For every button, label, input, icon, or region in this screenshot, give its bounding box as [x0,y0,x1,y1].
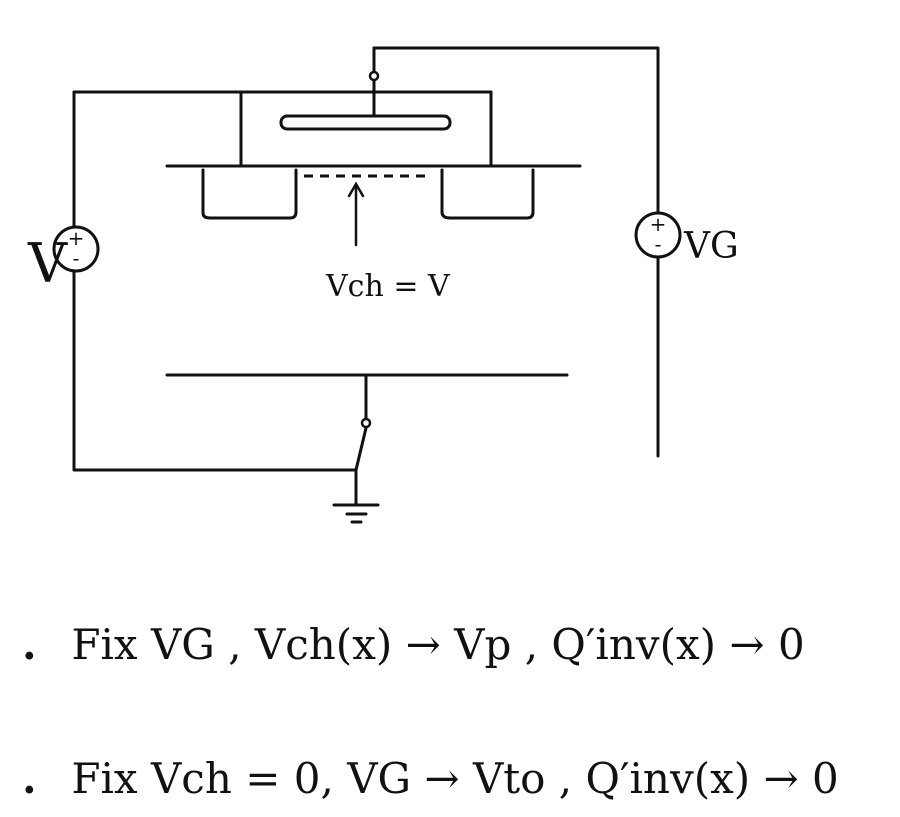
right-source-plus: + [650,212,667,236]
note-bullet-1: . [22,620,37,669]
left-source-wire-lower [72,270,358,472]
left-source-plus: + [68,226,85,250]
ground-icon [332,503,380,524]
note-text-1: Fix VG , Vch(x) → Vp , Q′inv(x) → 0 [71,620,805,669]
drain-region [440,168,535,220]
right-voltage-source [634,211,682,259]
note-line-1: . Fix VG , Vch(x) → Vp , Q′inv(x) → 0 [22,610,892,680]
left-voltage-source [52,225,100,273]
left-source-wire-top [72,90,380,102]
gate-node [368,70,380,82]
left-source-label: V [27,232,68,295]
right-source-minus: - [655,232,662,256]
left-source-minus: - [73,246,80,270]
gate-wire-top [372,46,660,214]
gate-electrode [279,114,452,131]
note-text-2: Fix Vch = 0, VG → Vto , Q′inv(x) → 0 [71,754,839,803]
note-line-2: . Fix Vch = 0, VG → Vto , Q′inv(x) → 0 [22,744,892,814]
channel-label: Vch = V [325,269,451,304]
body-node [360,417,372,429]
note-bullet-2: . [22,754,37,803]
channel-arrow-head [347,181,365,198]
source-region [201,168,298,220]
body-wire [354,373,368,506]
drain-contact-wire [376,90,493,168]
right-source-label: VG [683,226,739,267]
